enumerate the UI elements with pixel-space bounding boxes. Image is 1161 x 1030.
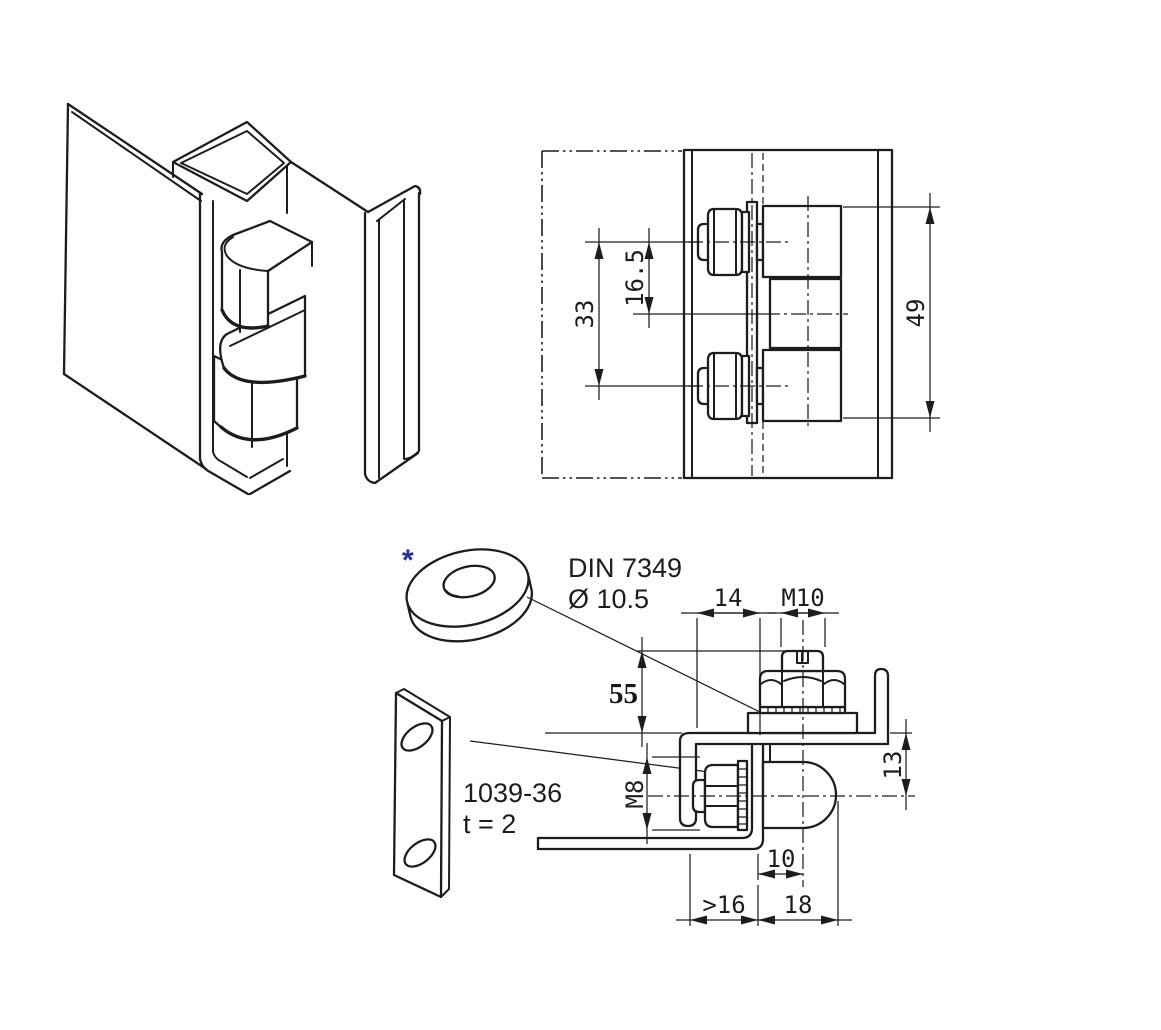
plate-leader-line xyxy=(469,740,741,777)
upper-bracket xyxy=(678,667,890,828)
dim-m8-lines xyxy=(646,743,700,844)
washer-hole xyxy=(442,564,496,599)
dim-text-m10: M10 xyxy=(781,584,824,612)
side-view: 14 M10 55 M8 13 10 >16 18 xyxy=(536,584,915,926)
channel-bottom-right-inner xyxy=(249,458,284,479)
lower-leaf-outer xyxy=(536,740,765,851)
left-panel-hem-line xyxy=(71,111,202,202)
knuckle-top-face-corner xyxy=(223,236,234,257)
lower-bolt-tip xyxy=(696,366,711,406)
extension-lines-left xyxy=(585,241,765,387)
backing-plate-detail: 1039-36 t = 2 xyxy=(392,688,741,899)
right-flange-top-edge xyxy=(366,184,422,214)
channel-left-wall-outer xyxy=(198,192,250,496)
dim-overshoots xyxy=(598,193,931,432)
dim-text-m8: M8 xyxy=(621,780,649,809)
plate-hole-top xyxy=(400,722,434,752)
right-flange-hem xyxy=(403,199,419,460)
plate-part-note: 1039-36 xyxy=(463,778,562,808)
pivot-barrel xyxy=(761,760,838,830)
dim-text-33: 33 xyxy=(571,300,599,329)
washer-top-face xyxy=(405,548,530,628)
hinge-strap xyxy=(745,200,759,425)
knuckle-bottom-arc xyxy=(219,425,299,442)
m8-washer-serrations xyxy=(738,768,747,825)
m10-nut-chamfer-lines xyxy=(781,670,824,708)
left-panel-left-edge xyxy=(62,102,70,376)
left-panel-top-edge xyxy=(66,102,204,196)
channel-left-wall-inner xyxy=(212,200,248,478)
lower-leaf-inner xyxy=(536,740,754,840)
dim-55-lines xyxy=(545,637,788,747)
m10-washer-serrations xyxy=(767,707,841,713)
washer-diameter-note: Ø 10.5 xyxy=(568,584,649,614)
channel-mouth-outer xyxy=(171,120,293,203)
front-view: 16.5 33 49 xyxy=(541,148,940,480)
knuckle-top-arc xyxy=(220,308,270,330)
panel-phantom-outline xyxy=(541,150,682,479)
dim-text-49: 49 xyxy=(902,299,930,328)
left-panel-bottom-edge xyxy=(62,372,208,471)
channel-mouth-inner xyxy=(180,130,285,195)
m10-screw-slot xyxy=(796,650,809,664)
right-panel-top-edge xyxy=(289,160,370,214)
plate-thickness-note: t = 2 xyxy=(463,809,516,839)
washer-asterisk-marker: * xyxy=(402,544,414,577)
dim-bottom-ext-lines xyxy=(676,801,852,926)
dim-text-14: 14 xyxy=(714,584,743,612)
extension-lines-right xyxy=(843,206,940,419)
isometric-view xyxy=(62,102,422,496)
dim-text-13: 13 xyxy=(879,751,907,780)
right-flange-inner-top xyxy=(376,198,406,222)
washer-standard-note: DIN 7349 xyxy=(568,553,682,583)
knuckle-top-face-front xyxy=(226,255,269,272)
right-panel-front-edge xyxy=(363,211,420,485)
knuckle-middle-band-line xyxy=(229,309,306,347)
dim-text-16-5: 16.5 xyxy=(621,249,649,307)
m8-bolt-tip xyxy=(691,778,707,814)
plate-hole-bottom xyxy=(403,838,437,868)
dim-text-gt16: >16 xyxy=(702,891,745,919)
washer-detail: * DIN 7349 Ø 10.5 xyxy=(402,544,779,722)
dim-text-18: 18 xyxy=(784,891,813,919)
m8-head-chamfer-lines xyxy=(704,785,739,807)
plate-thickness-edges xyxy=(395,688,451,898)
bolt-centerlines xyxy=(688,241,790,387)
washer-leader-line xyxy=(526,596,779,722)
channel-bottom-right-outer xyxy=(248,469,292,496)
washer-hole-depth xyxy=(444,589,460,598)
knuckle-middle-arc xyxy=(222,366,307,385)
dim-text-55: 55 xyxy=(609,678,638,710)
dim-text-10: 10 xyxy=(767,845,796,873)
upper-bolt-tip xyxy=(696,222,711,262)
